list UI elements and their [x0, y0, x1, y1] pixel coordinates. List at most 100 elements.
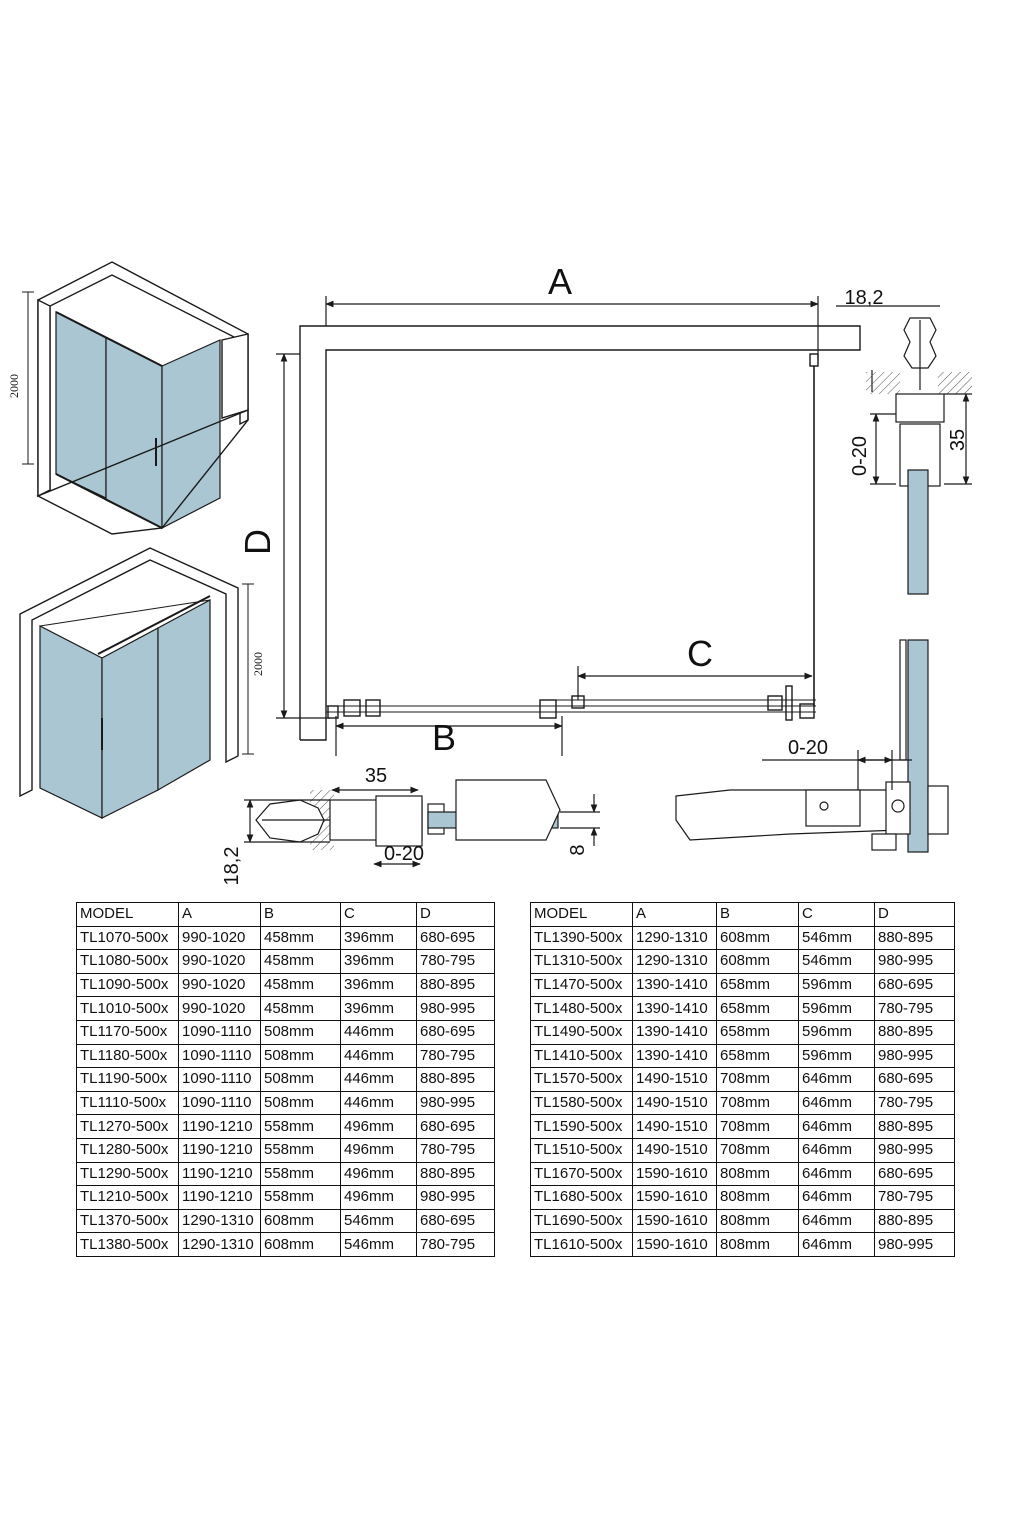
table-cell: TL1480-500x	[530, 996, 633, 1021]
table-cell: 708mm	[716, 1137, 799, 1163]
table-cell: 1590-1610	[632, 1185, 717, 1210]
height-label-top: 2000	[7, 374, 21, 398]
top-profile-detail	[836, 305, 972, 595]
table-cell: 546mm	[340, 1208, 417, 1234]
table-cell: 708mm	[716, 1067, 799, 1092]
top-width-label: 18,2	[845, 287, 884, 309]
table-cell: TL1610-500x	[530, 1232, 633, 1257]
table-cell: 396mm	[340, 949, 417, 974]
table-cell: 396mm	[340, 972, 417, 998]
table-cell: 646mm	[798, 1090, 875, 1116]
table-cell: 496mm	[340, 1114, 417, 1139]
height-label-bottom: 2000	[251, 652, 265, 676]
column-header: MODEL	[530, 902, 633, 927]
table-cell: TL1070-500x	[76, 925, 179, 951]
table-cell: 546mm	[798, 949, 875, 974]
table-cell: 1090-1110	[178, 1019, 261, 1045]
table-cell: TL1180-500x	[76, 1043, 179, 1069]
table-cell: 880-895	[416, 1067, 495, 1092]
table-cell: TL1380-500x	[76, 1232, 179, 1257]
table-cell: 558mm	[260, 1114, 341, 1139]
table-cell: 646mm	[798, 1232, 875, 1257]
table-cell: 808mm	[716, 1161, 799, 1187]
table-cell: 446mm	[340, 1090, 417, 1116]
table-cell: TL1510-500x	[530, 1137, 633, 1163]
table-cell: 880-895	[874, 925, 955, 951]
table-cell: 508mm	[260, 1067, 341, 1092]
enclosure-3d-view-bottom	[19, 547, 254, 819]
table-cell: TL1590-500x	[530, 1114, 633, 1139]
table-cell: 608mm	[716, 925, 799, 951]
table-cell: TL1670-500x	[530, 1161, 633, 1187]
table-cell: 396mm	[340, 996, 417, 1021]
table-cell: 780-795	[416, 1232, 495, 1257]
table-cell: 446mm	[340, 1067, 417, 1092]
table-cell: 508mm	[260, 1043, 341, 1069]
table-cell: 880-895	[874, 1019, 955, 1045]
dimension-d-label: D	[237, 529, 278, 555]
table-cell: 780-795	[874, 1090, 955, 1116]
table-cell: 808mm	[716, 1208, 799, 1234]
table-cell: 708mm	[716, 1114, 799, 1139]
column-header: MODEL	[76, 902, 179, 927]
dimension-c-label: C	[687, 633, 713, 674]
table-cell: 658mm	[716, 972, 799, 998]
table-cell: 808mm	[716, 1185, 799, 1210]
table-cell: 880-895	[874, 1208, 955, 1234]
table-cell: TL1190-500x	[76, 1067, 179, 1092]
table-cell: 980-995	[416, 1185, 495, 1210]
table-cell: 658mm	[716, 996, 799, 1021]
table-cell: 508mm	[260, 1019, 341, 1045]
table-cell: TL1270-500x	[76, 1114, 179, 1139]
table-cell: TL1290-500x	[76, 1161, 179, 1187]
table-cell: 680-695	[416, 1208, 495, 1234]
table-cell: 396mm	[340, 925, 417, 951]
adjust-bottom-label: 0-20	[788, 737, 828, 759]
column-header: C	[340, 902, 417, 927]
table-cell: 880-895	[416, 1161, 495, 1187]
column-header: D	[874, 902, 955, 927]
dimension-lines	[276, 296, 819, 756]
table-cell: 1190-1210	[178, 1185, 261, 1210]
bottom-left-detail	[244, 779, 600, 868]
table-cell: 1390-1410	[632, 972, 717, 998]
table-cell: 608mm	[260, 1232, 341, 1257]
table-cell: 558mm	[260, 1137, 341, 1163]
table-cell: 558mm	[260, 1161, 341, 1187]
table-cell: TL1310-500x	[530, 949, 633, 974]
dimension-a-label: A	[548, 261, 572, 302]
table-cell: 458mm	[260, 925, 341, 951]
table-cell: 808mm	[716, 1232, 799, 1257]
table-cell: TL1170-500x	[76, 1019, 179, 1045]
table-cell: 608mm	[716, 949, 799, 974]
enclosure-3d-view-top	[22, 261, 249, 535]
table-cell: TL1210-500x	[76, 1185, 179, 1210]
column-header: D	[416, 902, 495, 927]
table-cell: 446mm	[340, 1019, 417, 1045]
table-cell: 680-695	[874, 1161, 955, 1187]
table-cell: 980-995	[874, 1137, 955, 1163]
column-header: B	[716, 902, 799, 927]
table-cell: 680-695	[874, 972, 955, 998]
table-cell: 546mm	[798, 925, 875, 951]
column-header: A	[632, 902, 717, 927]
table-cell: 608mm	[260, 1208, 341, 1234]
table-cell: 880-895	[416, 972, 495, 998]
table-cell: 680-695	[874, 1067, 955, 1092]
